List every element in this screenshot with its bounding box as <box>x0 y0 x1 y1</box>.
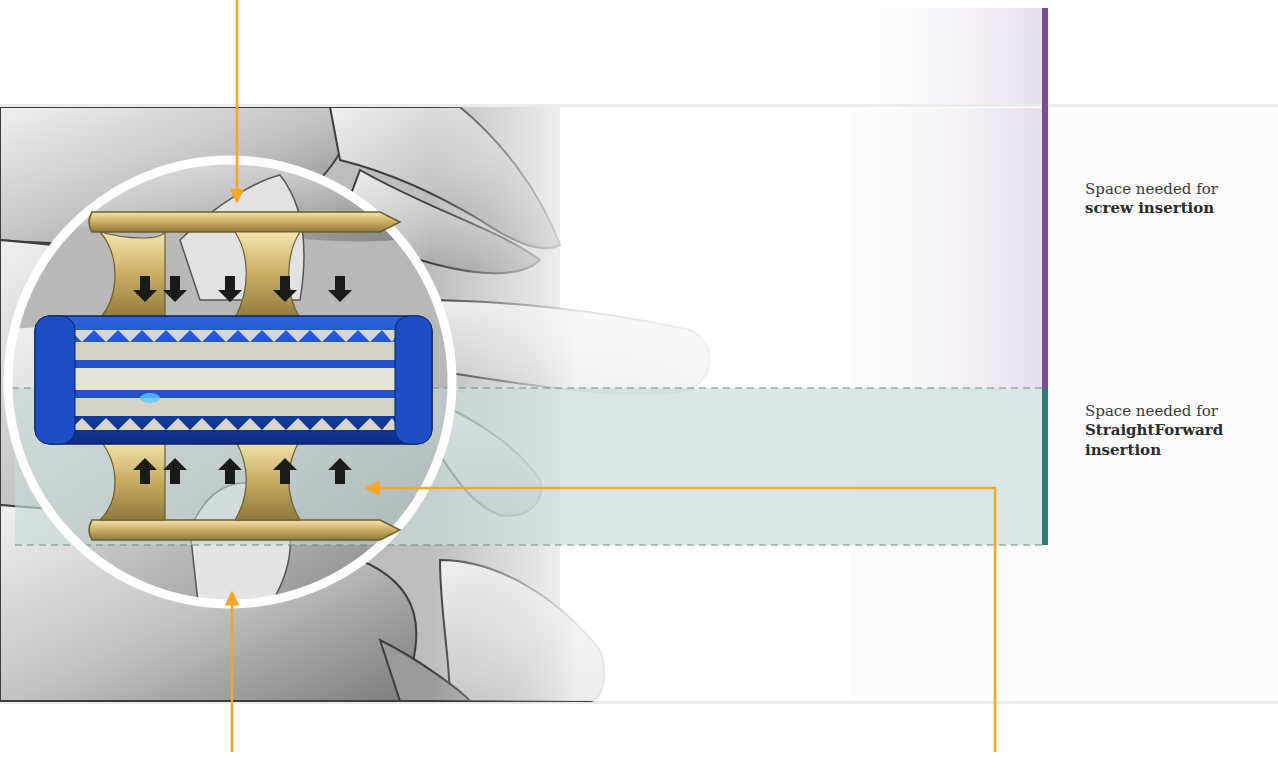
compression-arrows <box>133 276 352 484</box>
zone-bar <box>1042 388 1048 545</box>
zone-label: Space needed for <box>1085 401 1218 421</box>
zone-fade <box>830 108 1045 388</box>
leader-line <box>231 592 234 752</box>
zone-label-emphasis: screw insertion <box>1085 198 1214 218</box>
zone-label: Space needed for <box>1085 179 1218 199</box>
leader-line <box>366 488 995 752</box>
zone-bar <box>1042 8 1048 388</box>
zone-fade <box>830 8 1045 108</box>
magnifier <box>0 150 460 620</box>
leader-line <box>236 0 239 202</box>
insertion-zone <box>15 388 1045 545</box>
band <box>0 107 1278 701</box>
implant <box>35 212 432 540</box>
zone-label-emphasis: StraightForward insertion <box>1085 420 1265 460</box>
